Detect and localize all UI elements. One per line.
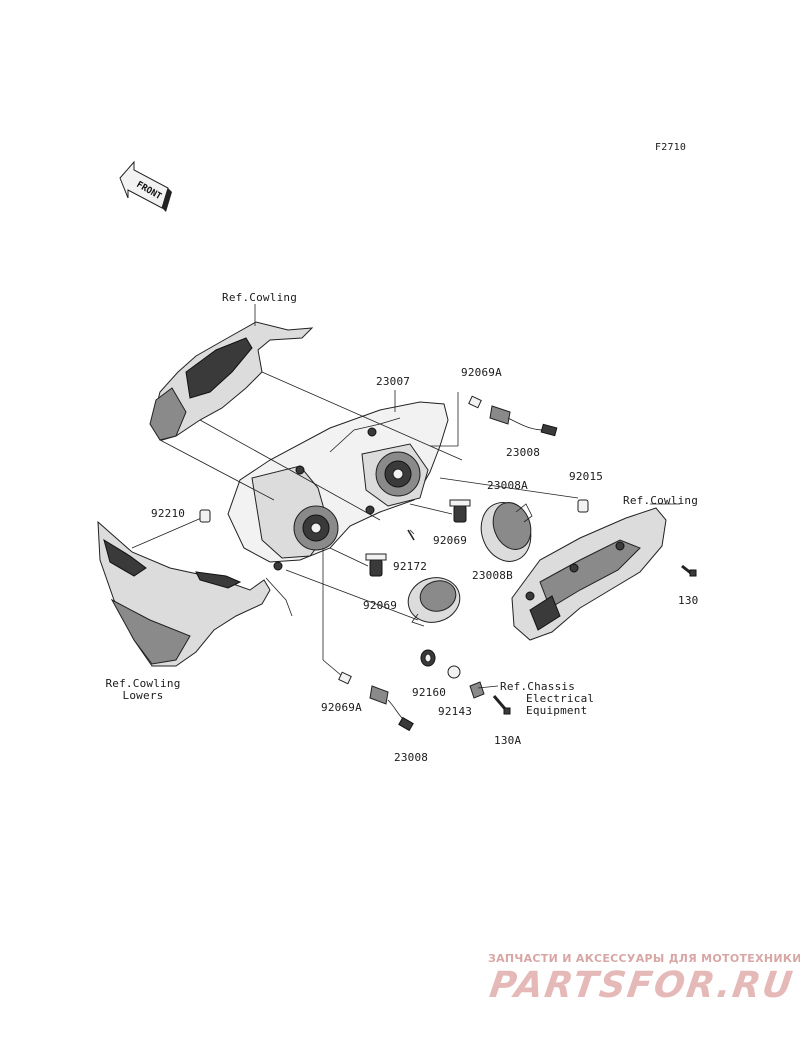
front-arrow-icon: FRONT [119,160,172,212]
label-ref-cowling-lowers-line2: Lowers [122,689,164,702]
bulb-cover-23008a-part [480,502,533,562]
leader-lines [131,371,579,677]
clip-92210-part [199,509,211,523]
label-92143[interactable]: 92143 [438,705,473,718]
label-23008-bottom[interactable]: 23008 [394,751,429,764]
label-ref-chassis-line3: Equipment [526,704,588,717]
watermark-logo: PARTSFOR.RU [487,965,797,1006]
label-92069a-top[interactable]: 92069A [461,366,502,379]
socket-92069a-bottom-part [338,671,414,732]
label-ref-chassis-line2: Electrical [526,692,595,705]
diagram-code: F2710 [655,142,687,153]
label-ref-chassis-line1: Ref.Chassis [500,680,576,693]
label-92015[interactable]: 92015 [569,470,604,483]
bulb-cover-23008b-part [407,577,461,627]
label-23008a[interactable]: 23008A [487,479,528,492]
screw-92172-part [407,529,415,541]
socket-92069a-top-part [468,395,558,437]
grommet-92015-part [577,499,589,513]
label-130[interactable]: 130 [678,594,699,607]
label-23008-top[interactable]: 23008 [506,446,541,459]
label-ref-cowling-lowers[interactable]: Ref.Cowling Lowers [103,678,183,702]
label-92069-b[interactable]: 92069 [363,599,398,612]
label-92069-a[interactable]: 92069 [433,534,468,547]
label-ref-cowling-right[interactable]: Ref.Cowling [623,494,699,507]
collar-92143-part [447,665,499,699]
bolt-130-part [681,564,697,577]
watermark-tagline: ЗАПЧАСТИ И АКСЕССУАРЫ ДЛЯ МОТОТЕХНИКИ [488,952,800,965]
bulb-92069-a-part [449,499,471,523]
label-ref-cowling-lowers-line1: Ref.Cowling [105,677,181,690]
lower-cowling-part [97,520,293,667]
label-23008b[interactable]: 23008B [472,569,513,582]
headlight-assembly-part [227,390,449,571]
label-92069a-bottom[interactable]: 92069A [321,701,362,714]
label-ref-chassis[interactable]: Ref.Chassis Electrical Equipment [500,681,594,717]
bolt-130a-part [492,695,511,715]
label-130a[interactable]: 130A [494,734,522,747]
bulb-92069-b-part [365,553,387,577]
grommet-92160-part [420,649,436,667]
label-92172[interactable]: 92172 [393,560,428,573]
label-92160[interactable]: 92160 [412,686,447,699]
upper-cowling-part [149,304,314,441]
right-cowling-part [511,503,680,641]
label-23007[interactable]: 23007 [376,375,411,388]
label-ref-cowling-top[interactable]: Ref.Cowling [222,291,298,304]
label-92210[interactable]: 92210 [151,507,186,520]
